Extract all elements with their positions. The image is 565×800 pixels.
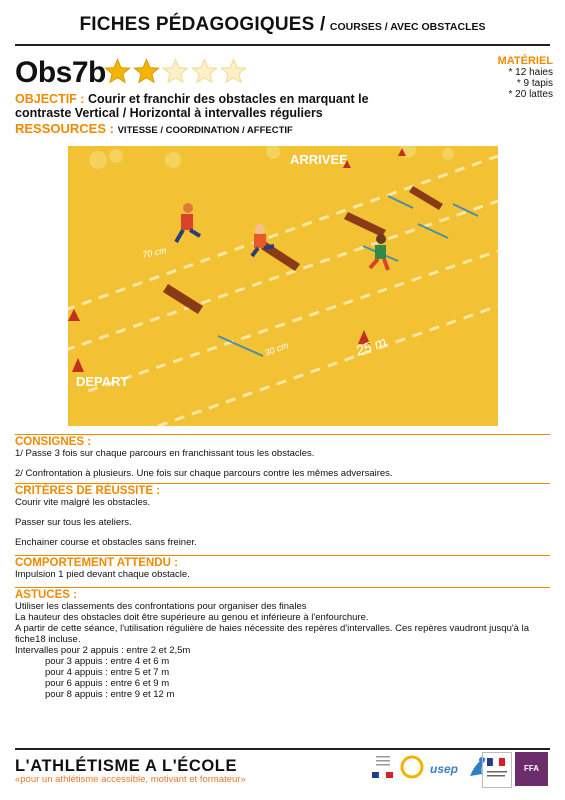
- star-empty-icon: [162, 58, 189, 84]
- star-empty-icon: [191, 58, 218, 84]
- usep-logo: usep: [430, 762, 459, 776]
- ressources: RESSOURCES : VITESSE / COORDINATION / AF…: [15, 121, 293, 136]
- education-logo: [398, 752, 426, 786]
- astuces-line: Utiliser les classements des confrontati…: [15, 601, 307, 612]
- criteres-p2: Passer sur tous les ateliers.: [15, 517, 132, 528]
- astuces-line: A partir de cette séance, l'utilisation …: [15, 623, 529, 645]
- objectif: OBJECTIF : Courir et franchir des obstac…: [15, 92, 410, 120]
- star-filled-icon: [104, 58, 131, 84]
- astuces-title: ASTUCES :: [15, 589, 77, 601]
- sheet-code: Obs7b: [15, 56, 106, 89]
- ffa-logo: FFA: [515, 752, 548, 786]
- consignes-p1: 1/ Passe 3 fois sur chaque parcours en f…: [15, 448, 315, 459]
- materiel-box: MATÉRIEL * 12 haies * 9 tapis * 20 latte…: [497, 55, 553, 101]
- header-title: FICHES PÉDAGOGIQUES /: [79, 14, 326, 35]
- materiel-item: * 9 tapis: [516, 78, 553, 89]
- footer-tagline: «pour un athlétisme accessible, motivant…: [15, 774, 246, 785]
- astuces-line: Intervalles pour 2 appuis : entre 2 et 2…: [15, 645, 191, 656]
- star-filled-icon: [133, 58, 160, 84]
- astuces-line: pour 3 appuis : entre 4 et 6 m: [45, 656, 170, 667]
- materiel-item: * 20 lattes: [508, 89, 553, 100]
- materiel-item: * 12 haies: [508, 67, 553, 78]
- criteres-section: CRITÈRES DE RÉUSSITE : Courir vite malgr…: [15, 483, 550, 548]
- course-illustration: ARRIVEE: [68, 146, 498, 426]
- criteres-p3: Enchainer course et obstacles sans frein…: [15, 537, 197, 548]
- astuces-line: pour 4 appuis : entre 5 et 7 m: [45, 667, 170, 678]
- arrivee-label: ARRIVEE: [290, 152, 348, 167]
- criteres-p1: Courir vite malgré les obstacles.: [15, 497, 151, 508]
- astuces-line: pour 6 appuis : entre 6 et 9 m: [45, 678, 170, 689]
- comportement-p1: Impulsion 1 pied devant chaque obstacle.: [15, 569, 190, 580]
- header-subtitle: COURSES / AVEC OBSTACLES: [329, 21, 486, 33]
- criteres-title: CRITÈRES DE RÉUSSITE :: [15, 485, 161, 497]
- comportement-section: COMPORTEMENT ATTENDU : Impulsion 1 pied …: [15, 555, 550, 580]
- objectif-label: OBJECTIF :: [15, 92, 85, 106]
- ressources-label: RESSOURCES :: [15, 121, 114, 136]
- ressources-text: VITESSE / COORDINATION / AFFECTIF: [117, 125, 293, 136]
- republique-logo: [370, 752, 396, 786]
- consignes-title: CONSIGNES :: [15, 436, 92, 448]
- footer-rule: [15, 748, 550, 750]
- footer-title: L'ATHLÉTISME A L'ÉCOLE: [15, 757, 238, 775]
- comportement-title: COMPORTEMENT ATTENDU :: [15, 557, 178, 569]
- track-drawing: ARRIVEE: [68, 146, 498, 426]
- depart-label: DEPART: [76, 374, 129, 389]
- republique-francaise-logo: [482, 752, 512, 788]
- star-empty-icon: [220, 58, 247, 84]
- consignes-p2: 2/ Confrontation à plusieurs. Une fois s…: [15, 468, 393, 479]
- header-rule: [15, 44, 550, 46]
- astuces-line: La hauteur des obstacles doit être supér…: [15, 612, 369, 623]
- star-rating: [104, 58, 247, 85]
- objectif-text: Courir et franchir des obstacles en marq…: [15, 92, 369, 120]
- materiel-title: MATÉRIEL: [497, 55, 553, 67]
- astuces-line: pour 8 appuis : entre 9 et 12 m: [45, 689, 175, 700]
- astuces-section: ASTUCES : Utiliser les classements des c…: [15, 587, 550, 700]
- consignes-section: CONSIGNES : 1/ Passe 3 fois sur chaque p…: [15, 434, 550, 479]
- page-header: FICHES PÉDAGOGIQUES / COURSES / AVEC OBS…: [0, 14, 565, 36]
